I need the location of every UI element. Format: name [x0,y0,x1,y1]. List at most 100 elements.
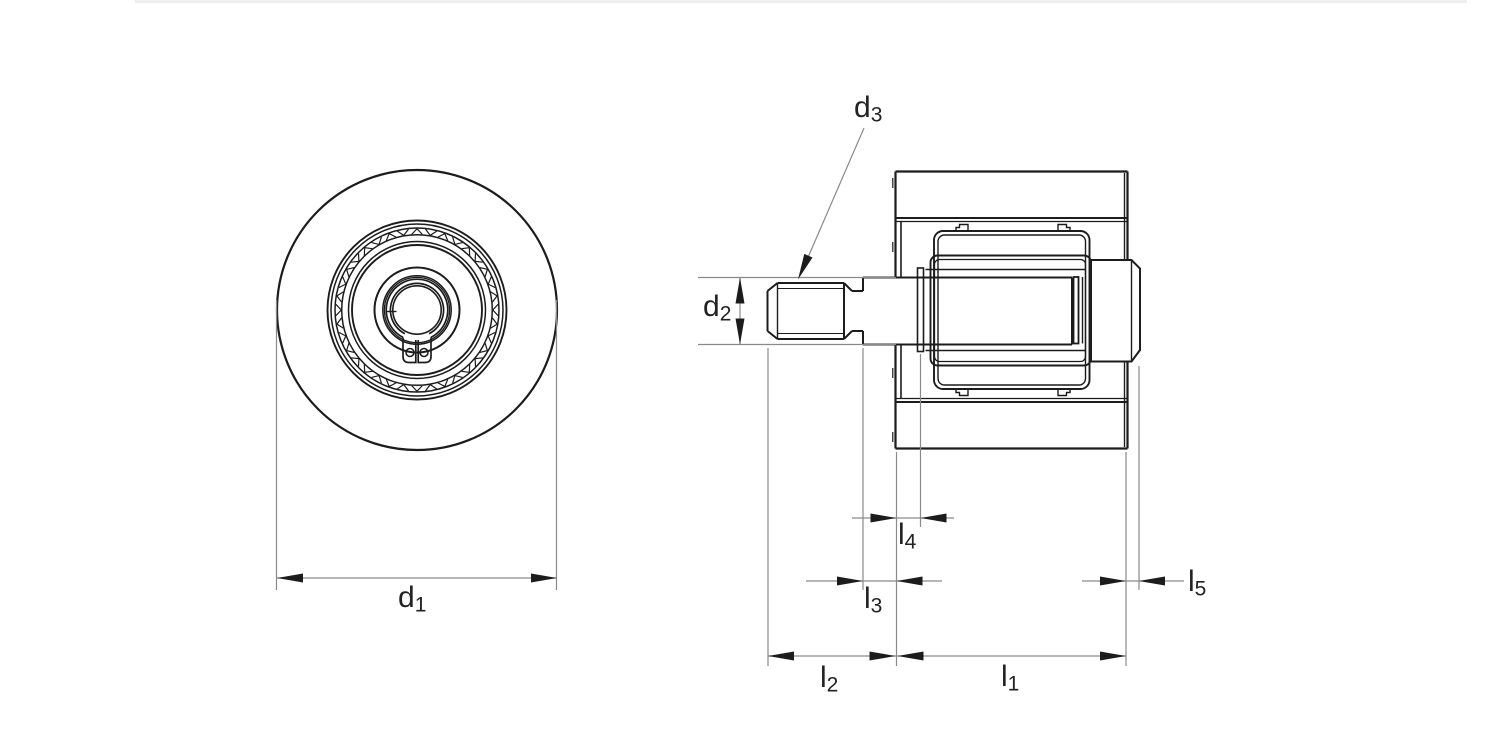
dim-label-d1: d1 [398,581,427,617]
arrow-d2-top [735,277,745,304]
side-view [766,170,1141,450]
cage-tick [437,378,449,388]
dim-label-l2: l2 [820,661,839,697]
bearing-outer-race-inner-circle [330,223,504,397]
cage-tick [371,236,382,246]
arrow-d3-leader [798,253,813,280]
cage-tick [336,317,344,329]
cage-tick [335,303,343,317]
wheel-body-section [892,170,1129,450]
shaft-section [862,267,1084,353]
front-view [275,168,559,452]
cage-tick [490,317,498,329]
cage-tick [461,247,471,256]
circlip-outer-edge [385,278,449,339]
cage-tick [411,227,423,235]
arrow-l2-left [768,651,794,661]
bearing-section [925,223,1092,397]
circlip-right-ear-hole [419,347,429,358]
circlip-side [1072,276,1080,345]
arrow-l3-right [896,576,923,586]
dimension-linework [275,127,1184,666]
bearing-outer-race-circle [326,219,508,401]
arrow-l5-left [1100,576,1126,586]
seal-tab-bottom-right [1057,388,1071,397]
leader-line-d3 [805,127,865,263]
cage-tick [371,374,382,384]
bearing-inner-ring-inner [933,258,1087,363]
cage-tick [363,364,373,373]
seal-tab-top-right [1057,223,1071,232]
cage-tick [479,267,489,277]
cage-tick [490,291,498,303]
cage-tick [351,357,360,367]
wheel-outline [894,170,1129,450]
cage-tick [351,253,360,263]
cage-tick [338,331,347,344]
cage-tick [336,291,344,303]
arrow-d1-right [531,573,557,583]
dim-label-d2: d2 [703,290,732,326]
arrow-l4-right [920,513,947,523]
cage-tick [461,364,471,373]
circlip-inner-edge [389,282,445,335]
bearing-front [326,219,508,401]
cage-tick [479,343,489,353]
cage-tick [437,232,449,242]
shaft-end-circle [391,284,442,335]
cage-inner-circle [340,233,494,387]
arrow-d1-left [277,573,303,583]
hub-circle [373,266,461,354]
arrow-l2-right [869,651,896,661]
cage-tick [425,228,438,237]
hub-cap-outline [1090,259,1141,363]
cage-tick [385,232,397,242]
circlip-right-ear [417,337,432,364]
dim-label-d3: d3 [854,91,883,127]
cage-tick [396,228,409,237]
thread-outline [766,282,863,340]
dim-label-l4: l4 [898,518,917,554]
cage-tick [385,378,397,388]
dim-label-l1: l1 [1001,660,1020,696]
hub-front [373,266,461,364]
wheel-outer-circle [275,168,559,452]
shaft-outline [862,276,1073,346]
threaded-stud [766,282,863,340]
hub-cap [1090,259,1141,363]
arrow-l3-left [837,576,863,586]
cage-outer-circle [334,227,500,393]
circlip-left-ear [402,337,417,364]
cage-tick [474,357,483,367]
cage-tick [345,267,355,277]
arrow-l4-left [870,513,897,523]
top-rule-divider [135,0,1467,3]
ball-cage-ticks [335,227,499,393]
cage-tick [487,276,496,289]
cage-tick [452,236,463,246]
bore-circle [383,276,451,344]
bearing-outer-ring-inner [937,234,1087,386]
bearing-inner-ring [929,254,1092,367]
bore-chamfer-circle [382,275,452,345]
washer [916,267,925,353]
cage-tick [425,383,438,392]
cage-tick [411,385,423,393]
bearing-inner-race-inner-circle [351,244,483,376]
cage-tick [487,331,496,344]
cage-tick [474,253,483,263]
seal-tab-bottom-left [955,388,969,397]
cage-tick [338,276,347,289]
cage-tick [363,247,373,256]
circlip-left-ear-hole [405,347,415,358]
arrow-l1-right [1100,651,1126,661]
seal-tab-top-left [955,223,969,232]
arrow-l5-right [1139,576,1165,586]
arrow-l1-left [897,651,924,661]
cage-tick [396,383,409,392]
cage-tick [452,374,463,384]
arrow-d2-bottom [735,318,745,345]
dim-label-l3: l3 [864,582,883,618]
